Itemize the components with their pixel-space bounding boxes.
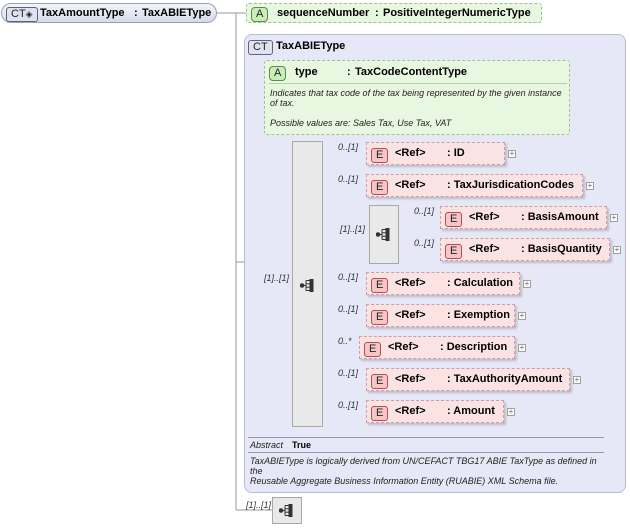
element-basis-amount[interactable]: E <Ref> : BasisAmount (440, 206, 607, 229)
element-type: : BasisAmount (521, 211, 599, 223)
element-type: : TaxAuthorityAmount (447, 373, 563, 385)
complex-type-panel-badge: CT (248, 40, 273, 55)
expand-plus-icon[interactable]: + (518, 343, 526, 352)
attribute-description-line2: of tax. (270, 98, 295, 108)
attribute-badge: A (251, 7, 269, 22)
attribute-separator: : (347, 66, 351, 78)
choice-cardinality: [1]..[1] (340, 224, 366, 234)
expand-plus-icon[interactable]: + (507, 407, 515, 416)
element-cardinality: 0..[1] (414, 206, 435, 216)
element-badge: E (371, 310, 389, 325)
element-type: : Description (440, 341, 508, 353)
element-exemption[interactable]: E <Ref> : Exemption (366, 304, 515, 327)
element-cardinality: 0..[1] (338, 174, 359, 184)
abstract-value: True (292, 440, 312, 450)
sequence-icon (376, 228, 390, 241)
element-cardinality: 0..[1] (414, 238, 435, 248)
expand-plus-icon[interactable]: + (523, 279, 531, 288)
element-cardinality: 0..[1] (338, 368, 359, 378)
attribute-name: type (295, 66, 318, 78)
expand-plus-icon[interactable]: + (610, 213, 618, 222)
root-separator: : (134, 7, 138, 19)
complex-type-title: TaxABIEType (276, 40, 346, 52)
element-type: : ID (447, 147, 465, 159)
element-ref: <Ref> (469, 211, 500, 223)
root-base-type: TaxABIEType (142, 7, 212, 19)
expand-plus-icon[interactable]: + (518, 311, 526, 320)
element-badge: E (445, 212, 463, 227)
footer-divider-bottom (248, 452, 604, 453)
element-type: : Calculation (447, 277, 514, 289)
element-badge: E (371, 148, 389, 163)
element-badge: E (371, 278, 389, 293)
element-ref: <Ref> (395, 405, 426, 417)
attribute-description-line3: Possible values are: Sales Tax, Use Tax,… (270, 118, 452, 128)
element-type: : Amount (447, 405, 495, 417)
footer-note-line1: TaxABIEType is logically derived from UN… (250, 456, 597, 466)
attribute-divider (269, 83, 567, 84)
element-badge: E (371, 374, 389, 389)
element-badge: E (371, 180, 389, 195)
element-ref: <Ref> (395, 179, 426, 191)
element-tax-authority-amount[interactable]: E <Ref> : TaxAuthorityAmount (366, 368, 570, 391)
bottom-sequence-compositor[interactable] (272, 497, 302, 524)
sequence-icon (300, 279, 314, 292)
element-description[interactable]: E <Ref> : Description (359, 336, 515, 359)
attribute-description-line1: Indicates that tax code of the tax being… (270, 88, 562, 98)
element-cardinality: 0..[1] (338, 400, 359, 410)
element-tax-jurisdication-codes[interactable]: E <Ref> : TaxJurisdicationCodes (366, 174, 583, 197)
bottom-sequence-cardinality: [1]..[1] (246, 500, 272, 510)
root-type-name: TaxAmountType (40, 7, 125, 19)
attribute-name: sequenceNumber (277, 7, 370, 19)
footer-divider-top (248, 437, 604, 438)
element-badge: E (364, 342, 382, 357)
attribute-type: PositiveIntegerNumericType (383, 7, 531, 19)
element-basis-quantity[interactable]: E <Ref> : BasisQuantity (440, 238, 610, 261)
element-badge: E (445, 244, 463, 259)
element-type: : TaxJurisdicationCodes (447, 179, 574, 191)
attribute-sequence-number[interactable]: A sequenceNumber : PositiveIntegerNumeri… (246, 3, 542, 23)
element-type: : Exemption (447, 309, 510, 321)
attribute-type: TaxCodeContentType (355, 66, 468, 78)
attribute-type-box[interactable]: A type : TaxCodeContentType Indicates th… (264, 60, 570, 135)
sequence-icon (279, 504, 293, 517)
element-ref: <Ref> (388, 341, 419, 353)
sequence-cardinality: [1]..[1] (264, 273, 290, 283)
element-cardinality: 0..[1] (338, 304, 359, 314)
element-ref: <Ref> (395, 309, 426, 321)
element-type: : BasisQuantity (521, 243, 602, 255)
element-badge: E (371, 406, 389, 421)
element-id[interactable]: E <Ref> : ID (366, 142, 505, 165)
element-ref: <Ref> (469, 243, 500, 255)
element-cardinality: 0..[1] (338, 272, 359, 282)
footer-note-line2: the (250, 466, 263, 476)
expand-plus-icon[interactable]: + (613, 245, 621, 254)
element-calculation[interactable]: E <Ref> : Calculation (366, 272, 520, 295)
abstract-label: Abstract (250, 440, 284, 450)
element-ref: <Ref> (395, 147, 426, 159)
attribute-badge: A (269, 66, 287, 81)
expand-plus-icon[interactable]: + (573, 375, 581, 384)
element-amount[interactable]: E <Ref> : Amount (366, 400, 504, 423)
nested-sequence-compositor[interactable] (369, 205, 399, 264)
expand-plus-icon[interactable]: + (586, 181, 594, 190)
footer-note-line3: Reusable Aggregate Business Information … (250, 476, 559, 486)
element-ref: <Ref> (395, 373, 426, 385)
complex-type-badge: CT◈ (6, 7, 38, 22)
element-ref: <Ref> (395, 277, 426, 289)
attribute-separator: : (375, 7, 379, 19)
element-cardinality: 0..* (338, 336, 352, 346)
element-cardinality: 0..[1] (338, 142, 359, 152)
expand-plus-icon[interactable]: + (508, 149, 516, 158)
sequence-compositor[interactable] (292, 141, 323, 427)
root-complex-type[interactable]: CT◈ TaxAmountType : TaxABIEType (1, 3, 217, 23)
